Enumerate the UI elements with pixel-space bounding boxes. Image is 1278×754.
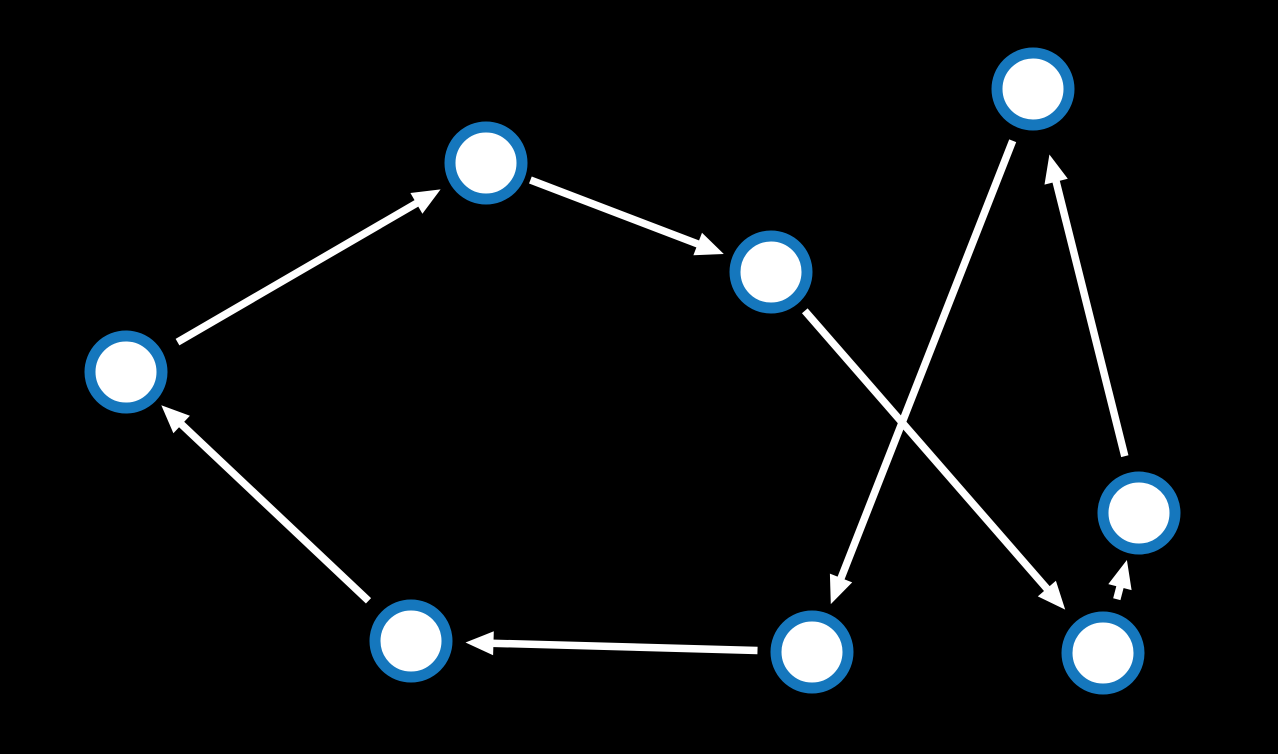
edge-line — [1051, 177, 1129, 458]
edge-line — [836, 139, 1017, 583]
edge-n3-n6 — [801, 308, 1066, 610]
graph-node-right-middle-node — [1097, 471, 1181, 555]
edge-arrowhead — [829, 573, 853, 605]
edge-arrowhead — [1044, 154, 1068, 185]
edge-n8-n1 — [161, 405, 372, 604]
graph-node-bottom-middle-node — [770, 610, 854, 694]
edge-n2-n3 — [529, 176, 724, 256]
edge-line — [529, 176, 702, 249]
graph-node-bottom-right-node — [1061, 611, 1145, 695]
graph-node-left-node — [84, 330, 168, 414]
edge-arrowhead — [1037, 580, 1066, 610]
edge-line — [801, 308, 1052, 594]
edge-n4-n7 — [829, 139, 1017, 605]
edge-line — [490, 639, 758, 655]
graph-node-middle-node — [729, 230, 813, 314]
graph-node-upper-middle-node — [444, 121, 528, 205]
edge-arrowhead — [1108, 560, 1132, 591]
graph-node-top-right-node — [991, 47, 1075, 131]
edge-n5-n4 — [1044, 154, 1129, 458]
edge-arrowhead — [410, 189, 441, 214]
edge-line — [176, 419, 372, 604]
edge-n1-n2 — [175, 189, 441, 346]
edge-n7-n8 — [465, 631, 758, 656]
edge-arrowhead — [465, 631, 494, 656]
edge-line — [175, 198, 421, 346]
edge-arrowhead — [161, 405, 190, 434]
edge-n6-n5 — [1108, 560, 1132, 601]
edge-arrowhead — [693, 232, 724, 256]
graph-node-bottom-left-node — [369, 599, 453, 683]
